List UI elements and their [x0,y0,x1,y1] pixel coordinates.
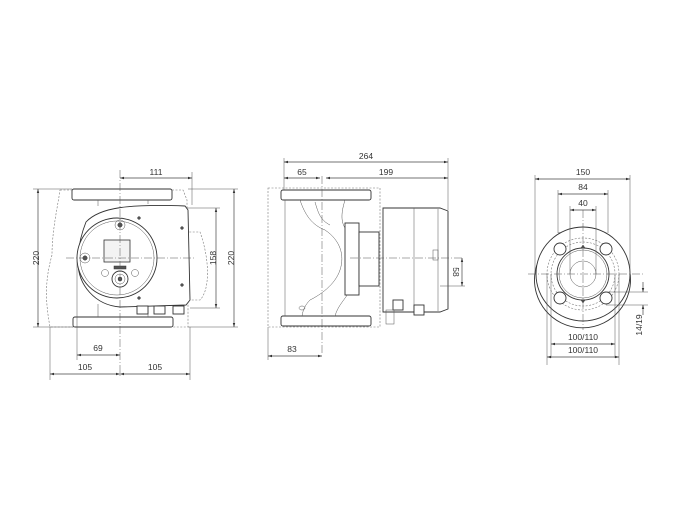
dim-side-axis-offset: 58 [451,267,461,277]
dim-flange-bore: 40 [578,198,588,208]
dim-side-overall-length: 264 [359,151,373,161]
dim-front-top-width: 111 [150,167,163,177]
flange-view: 150 84 40 14/19 100/110 100/110 [528,167,648,365]
dim-front-height-left: 220 [31,251,41,265]
dim-flange-bolt-circle-2: 100/110 [568,345,598,355]
dim-front-height-right: 220 [226,251,236,265]
front-view: 111 220 158 220 69 105 105 [31,167,238,380]
side-view: 264 65 199 58 83 [267,151,465,360]
dim-front-half-width-right: 105 [148,362,162,372]
dim-flange-bolt-hole: 14/19 [634,314,644,336]
dim-side-axis-to-end: 199 [379,167,393,177]
dim-front-half-width-left: 105 [78,362,92,372]
dim-flange-diameter: 150 [576,167,590,177]
dim-front-center-to-knob: 69 [93,343,103,353]
dim-flange-bolt-spacing: 84 [578,182,588,192]
dim-side-bottom-offset: 83 [287,344,297,354]
dim-side-flange-to-axis: 65 [297,167,307,177]
dim-flange-bolt-circle-1: 100/110 [568,332,598,342]
dim-front-control-box-height: 158 [208,251,218,265]
